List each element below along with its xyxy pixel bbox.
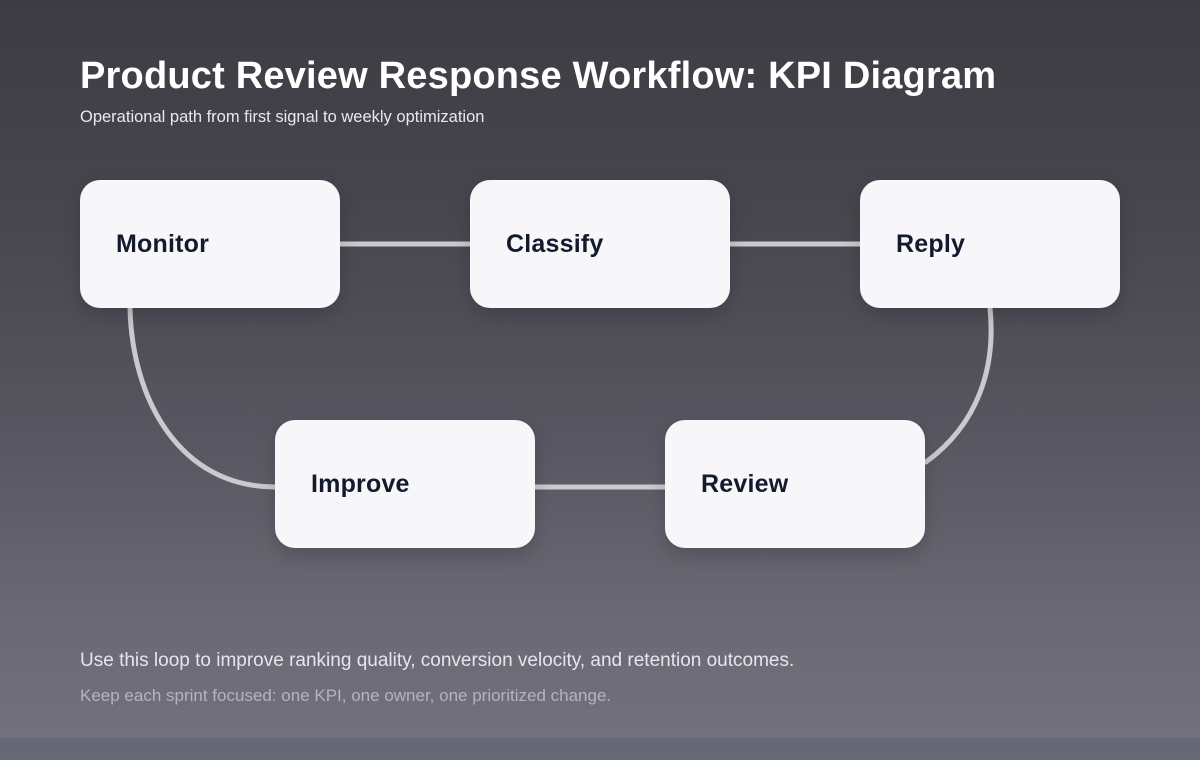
edge-improve-monitor bbox=[127, 305, 278, 490]
node-review: Review bbox=[665, 420, 925, 548]
page-title: Product Review Response Workflow: KPI Di… bbox=[80, 55, 997, 97]
footer-secondary-text: Keep each sprint focused: one KPI, one o… bbox=[80, 686, 612, 705]
footer: Use this loop to improve ranking quality… bbox=[80, 648, 794, 707]
node-classify-label: Classify bbox=[506, 229, 604, 258]
bottom-band bbox=[0, 738, 1200, 760]
node-improve: Improve bbox=[275, 420, 535, 548]
node-classify: Classify bbox=[470, 180, 730, 308]
footer-primary-text: Use this loop to improve ranking quality… bbox=[80, 650, 795, 671]
node-review-label: Review bbox=[701, 469, 789, 498]
edge-reply-review bbox=[923, 305, 994, 465]
node-monitor: Monitor bbox=[80, 180, 340, 308]
node-reply: Reply bbox=[860, 180, 1120, 308]
node-improve-label: Improve bbox=[311, 469, 410, 498]
node-reply-label: Reply bbox=[896, 229, 966, 258]
node-monitor-label: Monitor bbox=[116, 229, 210, 258]
header: Product Review Response Workflow: KPI Di… bbox=[80, 54, 996, 128]
page-subtitle: Operational path from first signal to we… bbox=[80, 108, 485, 126]
